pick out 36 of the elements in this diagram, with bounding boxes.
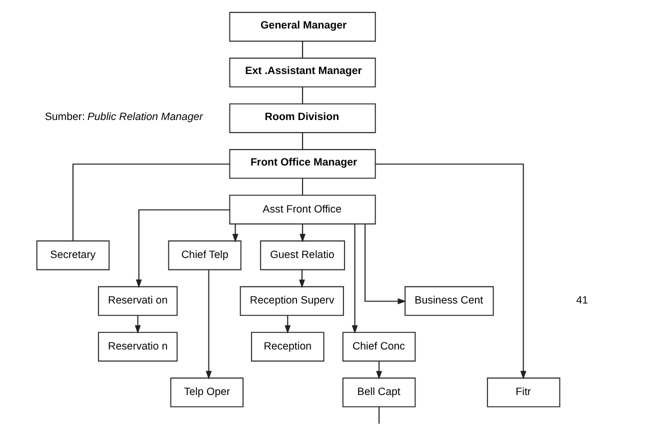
arrow <box>232 224 238 242</box>
node-box: Bell Capt <box>342 378 416 408</box>
node-box: Reception <box>250 332 324 362</box>
node-box: Telp Oper <box>170 378 244 408</box>
arrow <box>134 315 140 334</box>
label: 41 <box>576 294 588 307</box>
connector <box>302 41 303 58</box>
node-box: Reception Superv <box>239 286 344 316</box>
arrow <box>364 224 406 304</box>
node-box: Room Division <box>228 103 376 134</box>
arrow <box>298 270 304 288</box>
node-box: Ext .Assistant Manager <box>228 58 376 88</box>
arrow <box>351 224 358 334</box>
arrow <box>135 209 229 288</box>
arrow <box>376 361 382 380</box>
node-box: Business Cent <box>404 286 494 316</box>
node-box: Chief Conc <box>342 332 416 362</box>
node-box: Reservatio n <box>97 332 178 362</box>
node-box: Asst Front Office <box>228 194 376 224</box>
arrow <box>205 270 212 380</box>
label: Sumber: Public Relation Manager <box>44 110 202 123</box>
connector <box>378 406 380 424</box>
node-box: Reservati on <box>97 286 178 316</box>
connector <box>302 178 303 196</box>
node-box: Secretary <box>36 240 110 270</box>
arrow <box>284 315 290 334</box>
arrow <box>374 164 526 380</box>
node-box: Front Office Manager <box>228 149 376 179</box>
arrow <box>299 224 306 242</box>
node-box: Fitr <box>486 378 560 408</box>
connector <box>72 164 230 241</box>
node-box: General Manager <box>228 12 376 42</box>
node-box: Chief Telp <box>168 240 241 270</box>
connector <box>302 132 303 150</box>
node-box: Guest Relatio <box>260 240 345 270</box>
connector <box>302 86 303 104</box>
